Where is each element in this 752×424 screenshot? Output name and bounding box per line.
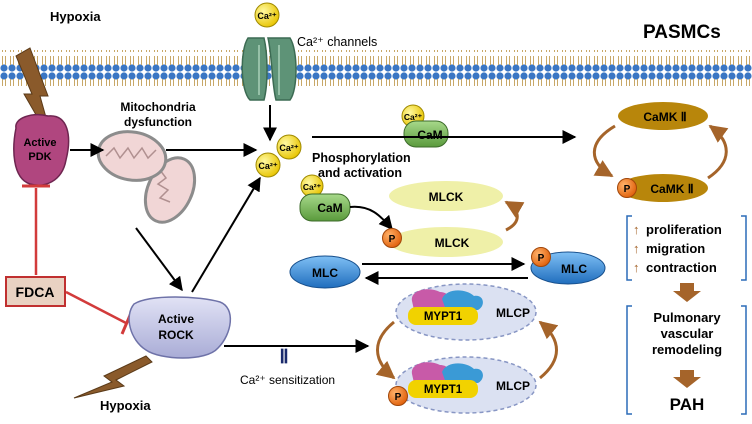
svg-text:contraction: contraction <box>646 260 717 275</box>
cam-lower: Ca²⁺ CaM <box>299 174 351 222</box>
svg-text:MLC: MLC <box>312 266 338 280</box>
svg-text:CaMK Ⅱ: CaMK Ⅱ <box>650 182 693 196</box>
mlcp-complex-phosphorylated: MYPT1 MLCP P <box>388 356 537 414</box>
fdca-drug: FDCA <box>5 276 66 307</box>
calcium-ion-2: Ca²⁺ <box>255 152 281 178</box>
calcium-channel <box>241 37 297 101</box>
remodel-bracket-right <box>741 305 747 415</box>
sensitization-symbol: Ⅱ <box>279 347 288 368</box>
arrow-cam-to-mlck <box>349 205 393 231</box>
arrow-camk-cycle-right <box>707 124 729 180</box>
mito-label-1: Mitochondria <box>120 100 196 114</box>
active-rock: Active ROCK <box>128 296 231 359</box>
svg-text:Ca²⁺: Ca²⁺ <box>258 161 278 171</box>
svg-text:Ca²⁺: Ca²⁺ <box>303 182 322 192</box>
mlck: MLCK <box>389 181 503 211</box>
inhibit-fdca-rock <box>65 290 127 325</box>
down-arrow-2-icon <box>673 370 701 388</box>
arrow-camk-cycle-left <box>592 124 616 178</box>
svg-text:↑: ↑ <box>633 260 640 275</box>
camk-ii-phosphorylated: P CaMK Ⅱ <box>617 174 708 202</box>
phos-label-1: Phosphorylation <box>312 151 411 165</box>
svg-text:MYPT1: MYPT1 <box>424 311 463 323</box>
arrow-mlcp-cycle-left <box>375 320 396 380</box>
camk-ii: CaMK Ⅱ <box>618 102 708 130</box>
svg-text:ROCK: ROCK <box>158 328 194 342</box>
arrow-mlck-cycle <box>504 200 525 232</box>
remodel-line-3: remodeling <box>652 342 722 357</box>
arrow-rock-to-ca <box>191 176 261 293</box>
mlc: MLC <box>289 255 361 289</box>
svg-text:MYPT1: MYPT1 <box>424 384 463 396</box>
svg-text:MLCP: MLCP <box>496 306 530 320</box>
svg-text:Ca²⁺: Ca²⁺ <box>279 143 299 153</box>
svg-text:PDK: PDK <box>28 151 51 163</box>
svg-text:P: P <box>624 184 631 195</box>
mlck-phosphorylated: P MLCK <box>382 227 503 257</box>
outcome-migration: ↑ migration <box>633 241 705 256</box>
svg-text:migration: migration <box>646 241 705 256</box>
svg-text:CaMK Ⅱ: CaMK Ⅱ <box>643 110 686 124</box>
svg-text:FDCA: FDCA <box>16 284 55 300</box>
svg-text:P: P <box>395 392 402 403</box>
hypoxia-top-label: Hypoxia <box>50 9 101 24</box>
svg-text:↑: ↑ <box>633 222 640 237</box>
page-title: PASMCs <box>643 22 721 43</box>
svg-text:Active: Active <box>158 312 194 326</box>
outcome-contraction: ↑ contraction <box>633 260 717 275</box>
svg-text:P: P <box>538 253 545 264</box>
active-pdk: Active PDK <box>13 114 70 186</box>
calcium-ion-top: Ca²⁺ <box>254 2 280 28</box>
remodel-line-2: vascular <box>661 326 714 341</box>
svg-text:Active: Active <box>23 137 56 149</box>
svg-text:proliferation: proliferation <box>646 222 722 237</box>
svg-text:MLCK: MLCK <box>435 236 470 250</box>
mitochondria-icon <box>96 130 197 224</box>
calcium-ion-1: Ca²⁺ <box>276 134 302 160</box>
hypoxia-bolt-bottom-icon <box>73 355 153 399</box>
svg-text:MLCK: MLCK <box>429 190 464 204</box>
arrow-mlcp-cycle-right <box>538 320 559 380</box>
svg-text:MLC: MLC <box>561 262 587 276</box>
cell-membrane <box>0 50 752 86</box>
svg-text:Ca²⁺: Ca²⁺ <box>257 11 277 21</box>
channel-label: Ca²⁺ channels <box>297 35 377 49</box>
remodel-bracket-left <box>626 305 632 415</box>
mlcp-complex: MYPT1 MLCP <box>395 283 537 341</box>
cam-top: Ca²⁺ CaM <box>401 104 449 148</box>
svg-text:CaM: CaM <box>417 128 442 142</box>
arrow-mito-to-rock <box>135 227 183 292</box>
hypoxia-bottom-label: Hypoxia <box>100 398 151 413</box>
remodel-line-1: Pulmonary <box>653 310 721 325</box>
outcomes-box <box>626 215 747 281</box>
svg-text:↑: ↑ <box>633 241 640 256</box>
phos-label-2: and activation <box>318 166 402 180</box>
pah-label: PAH <box>670 395 705 414</box>
svg-text:P: P <box>389 234 396 245</box>
mito-label-2: dysfunction <box>124 115 192 129</box>
svg-text:Ca²⁺: Ca²⁺ <box>404 112 423 122</box>
svg-text:CaM: CaM <box>317 201 342 215</box>
down-arrow-1-icon <box>673 283 701 302</box>
outcome-proliferation: ↑ proliferation <box>633 222 722 237</box>
svg-text:MLCP: MLCP <box>496 379 530 393</box>
sensitization-label: Ca²⁺ sensitization <box>240 373 335 387</box>
mlc-phosphorylated: P MLC <box>530 247 606 285</box>
